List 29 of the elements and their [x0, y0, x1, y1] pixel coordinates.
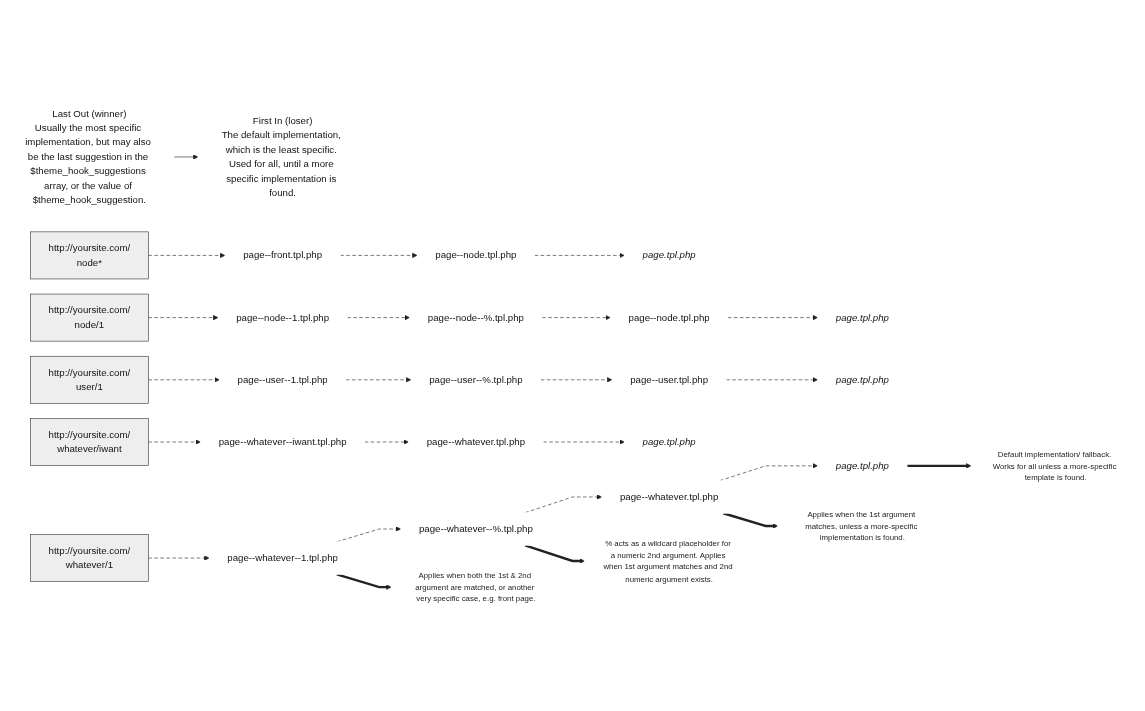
node-text: page--user--1.tpl.php — [237, 374, 328, 385]
arrow — [907, 463, 972, 469]
node-text: page.tpl.php — [642, 436, 696, 447]
node-text: page.tpl.php — [835, 460, 889, 471]
node-text: page--user.tpl.php — [630, 374, 709, 385]
node-text: page--node--%.tpl.php — [427, 312, 524, 323]
node-text: page.tpl.php — [835, 312, 889, 323]
node-box: http://yoursite.com/ whatever/1 — [30, 534, 149, 582]
node-text: page--node--1.tpl.php — [236, 312, 330, 323]
arrow — [524, 544, 585, 564]
node-text: page--user--%.tpl.php — [429, 374, 523, 385]
arrow — [723, 512, 779, 529]
node-text: First In (loser) The default implementation, which is the least specific. Used for all, until a more specific implementation is found. — [221, 115, 341, 199]
node-text: page--whatever.tpl.php — [426, 436, 526, 447]
node-text: page--front.tpl.php — [243, 249, 323, 261]
node-text: page--whatever--%.tpl.php — [418, 523, 533, 534]
node-box: http://yoursite.com/ user/1 — [30, 355, 149, 404]
node-text: page.tpl.php — [835, 374, 889, 385]
node-text: page--node.tpl.php — [628, 312, 710, 323]
node-text: page--whatever--iwant.tpl.php — [218, 436, 347, 447]
node-text: Last Out (winner) Usually the most specific implementation, but may also be the last suggestion in the $theme_hook_suggestions array, or the value of $theme_hook_suggestion. — [25, 108, 151, 206]
arrow — [336, 573, 392, 590]
node-text: page--node.tpl.php — [435, 249, 517, 261]
node-box: http://yoursite.com/ node* — [30, 231, 149, 280]
node-text: page--whatever--1.tpl.php — [227, 552, 338, 563]
node-text: page.tpl.php — [642, 249, 696, 261]
node-text: page--whatever.tpl.php — [619, 491, 719, 502]
node-box: http://yoursite.com/ whatever/iwant — [30, 418, 149, 466]
node-box: http://yoursite.com/ node/1 — [30, 293, 149, 342]
